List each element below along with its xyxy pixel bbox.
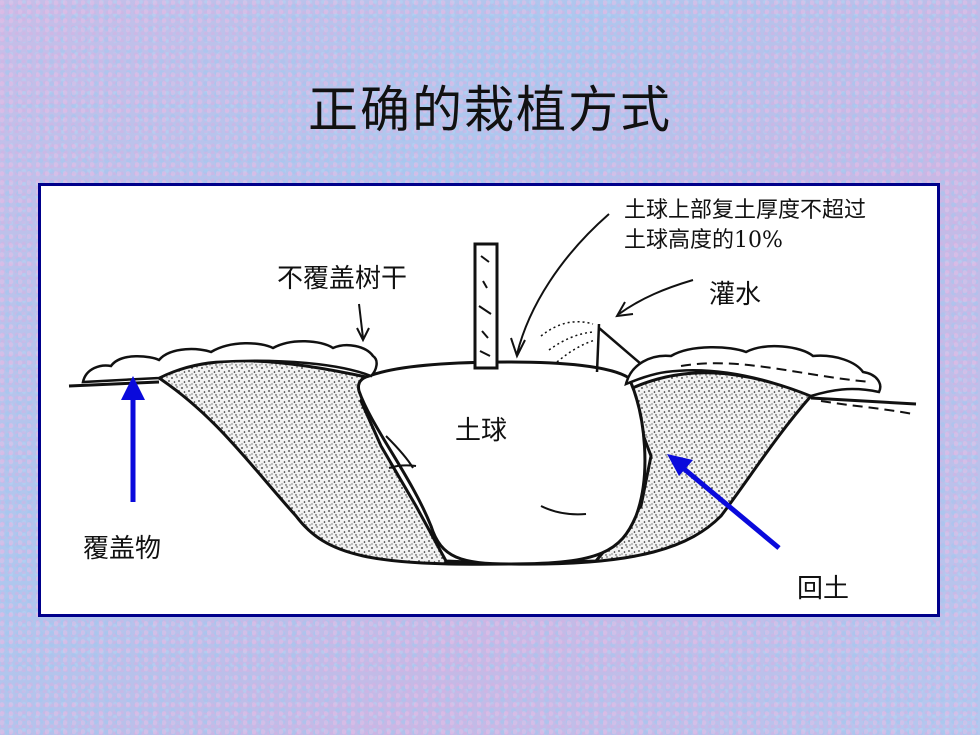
tree-trunk: [473, 242, 499, 370]
cover-depth-line-2: 土球高度的10%: [624, 228, 783, 253]
watering-label: 灌水: [709, 280, 762, 310]
trunk-pointer-arrow: [356, 303, 370, 343]
watering-stake: [595, 323, 642, 373]
water-spray: [540, 321, 596, 363]
mulch-label: 覆盖物: [83, 534, 162, 564]
backfill-soil: [156, 359, 814, 566]
water-pointer-arrow: [615, 279, 694, 318]
cover-depth-label: 土球上部复土厚度不超过 土球高度的10%: [624, 196, 866, 256]
backfill-label: 回土: [797, 574, 850, 604]
root-ball-label: 土球: [455, 416, 508, 446]
no-cover-trunk-label: 不覆盖树干: [277, 264, 408, 294]
mulch-left: [81, 340, 378, 384]
planting-diagram: [68, 213, 917, 566]
page-title: 正确的栽植方式: [308, 81, 672, 139]
diagram-panel: 土球上部复土厚度不超过 土球高度的10% 不覆盖树干 灌水 土球 覆盖物 回土: [38, 183, 940, 617]
ground-line: [68, 380, 917, 406]
mulch-right: [624, 345, 882, 398]
depth-pointer-arrow: [510, 213, 610, 359]
cover-depth-line-1: 土球上部复土厚度不超过: [624, 198, 867, 223]
backfill-arrow: [681, 466, 781, 550]
